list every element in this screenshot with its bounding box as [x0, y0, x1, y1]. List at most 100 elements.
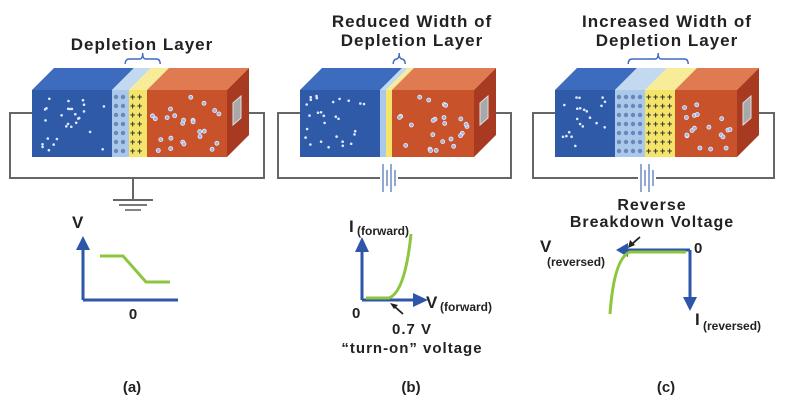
positive-ion: +	[653, 137, 658, 147]
voltage-graph-a: V 0	[72, 213, 178, 323]
negative-ion	[113, 148, 119, 154]
n-region-front-face	[555, 90, 615, 157]
electron-dot	[70, 125, 73, 129]
positive-ion: +	[660, 137, 665, 147]
turn-on-voltage-value: 0.7 V	[392, 321, 432, 338]
negative-ion	[623, 148, 629, 154]
hole-dot	[682, 105, 687, 110]
hole-dot	[190, 119, 196, 125]
hole-dot	[168, 106, 173, 112]
hole-dot	[430, 118, 436, 123]
negative-ion	[120, 94, 126, 100]
n-region-top-face	[300, 68, 402, 90]
positive-ion: +	[137, 146, 142, 156]
negative-ion	[616, 94, 622, 100]
electron-dot	[48, 97, 51, 101]
negative-ion	[616, 121, 622, 127]
panel-c-title-line-1: Increased Width of	[582, 12, 752, 31]
negative-ion	[616, 103, 622, 109]
positive-ion: +	[130, 137, 135, 147]
negative-ion	[637, 94, 643, 100]
electron-dot	[67, 99, 70, 103]
metal-contact	[479, 94, 489, 127]
graph-b-x-label: V	[426, 293, 438, 312]
depletion-brace	[392, 52, 406, 65]
hole-dot	[692, 125, 697, 131]
positive-ion: +	[137, 92, 142, 102]
graph-b-x-label-sub: (forward)	[440, 300, 492, 314]
positive-ion: +	[137, 128, 142, 138]
n-region-top-face	[555, 68, 637, 90]
positive-ion: +	[660, 119, 665, 129]
positive-ion: +	[660, 146, 665, 156]
depletion-brace	[627, 52, 689, 65]
depletion-p-top-face	[386, 68, 414, 90]
depletion-brace	[124, 52, 161, 65]
hole-dot	[168, 135, 174, 141]
positive-ion: +	[653, 146, 658, 156]
electron-dot	[570, 135, 573, 138]
positive-ion: +	[653, 119, 658, 129]
p-region-top-face	[392, 68, 496, 90]
positive-ion: +	[137, 110, 142, 120]
electron-dot	[581, 125, 585, 128]
positive-ion: +	[667, 110, 672, 120]
negative-ion	[616, 148, 622, 154]
panel-b-title-line-1: Reduced Width of	[332, 12, 492, 31]
positive-ion: +	[660, 101, 665, 111]
graph-b-y-label-sub: (forward)	[357, 224, 409, 238]
hole-dot	[155, 148, 161, 153]
graph-a-y-label: V	[72, 213, 84, 232]
p-region-top-face	[147, 68, 249, 90]
depletion-n-top-face	[112, 68, 151, 90]
hole-dot	[697, 145, 703, 151]
hole-dot	[708, 146, 713, 152]
electron-dot	[315, 96, 319, 100]
hole-dot	[440, 139, 446, 145]
panel-a-zero-bias: Depletion Layer ++++++++++++++ V 0 (a)	[9, 35, 265, 396]
negative-ion	[623, 130, 629, 136]
electron-dot	[102, 105, 106, 108]
hole-dot	[212, 108, 218, 113]
electron-dot	[60, 114, 63, 117]
electron-dot	[575, 117, 579, 121]
hole-dot	[720, 134, 726, 140]
n-region-front-face	[300, 90, 380, 157]
negative-ion	[113, 112, 119, 118]
positive-ion: +	[667, 146, 672, 156]
electron-dot	[41, 145, 44, 149]
electron-dot	[337, 117, 340, 121]
electron-dot	[323, 121, 326, 125]
panel-c-reverse-bias: Increased Width of Depletion Layer +++++…	[532, 12, 775, 396]
electron-dot	[347, 99, 351, 102]
negative-ion	[120, 112, 126, 118]
positive-ion: +	[667, 128, 672, 138]
graph-c-y-label-sub: (reversed)	[703, 319, 761, 333]
hole-dot	[403, 142, 409, 148]
depletion-n-front-face	[380, 90, 386, 157]
hole-dot	[158, 137, 164, 143]
electron-dot	[45, 107, 48, 110]
hole-dot	[408, 122, 414, 128]
electron-dot	[588, 116, 592, 119]
p-region-top-face	[675, 68, 759, 90]
negative-ion	[120, 121, 126, 127]
hole-dot	[216, 111, 222, 117]
caption-a: (a)	[123, 379, 141, 396]
electron-dot	[341, 140, 344, 143]
electron-dot	[341, 144, 345, 148]
electron-dot	[578, 122, 582, 126]
panel-a-title: Depletion Layer	[71, 35, 214, 54]
graph-b-iv-curve	[366, 233, 413, 300]
graph-c-x-label: V	[540, 237, 552, 256]
electron-dot	[41, 143, 44, 146]
hole-dot	[451, 143, 457, 149]
hole-dot	[164, 115, 170, 120]
electron-dot	[576, 107, 579, 110]
graph-c-y-label: I	[695, 310, 700, 329]
negative-ion	[630, 130, 636, 136]
depletion-p-front-face	[129, 90, 147, 157]
electron-dot	[335, 135, 338, 138]
graph-c-title-line-1: Reverse	[617, 197, 686, 214]
positive-ion: +	[646, 119, 651, 129]
